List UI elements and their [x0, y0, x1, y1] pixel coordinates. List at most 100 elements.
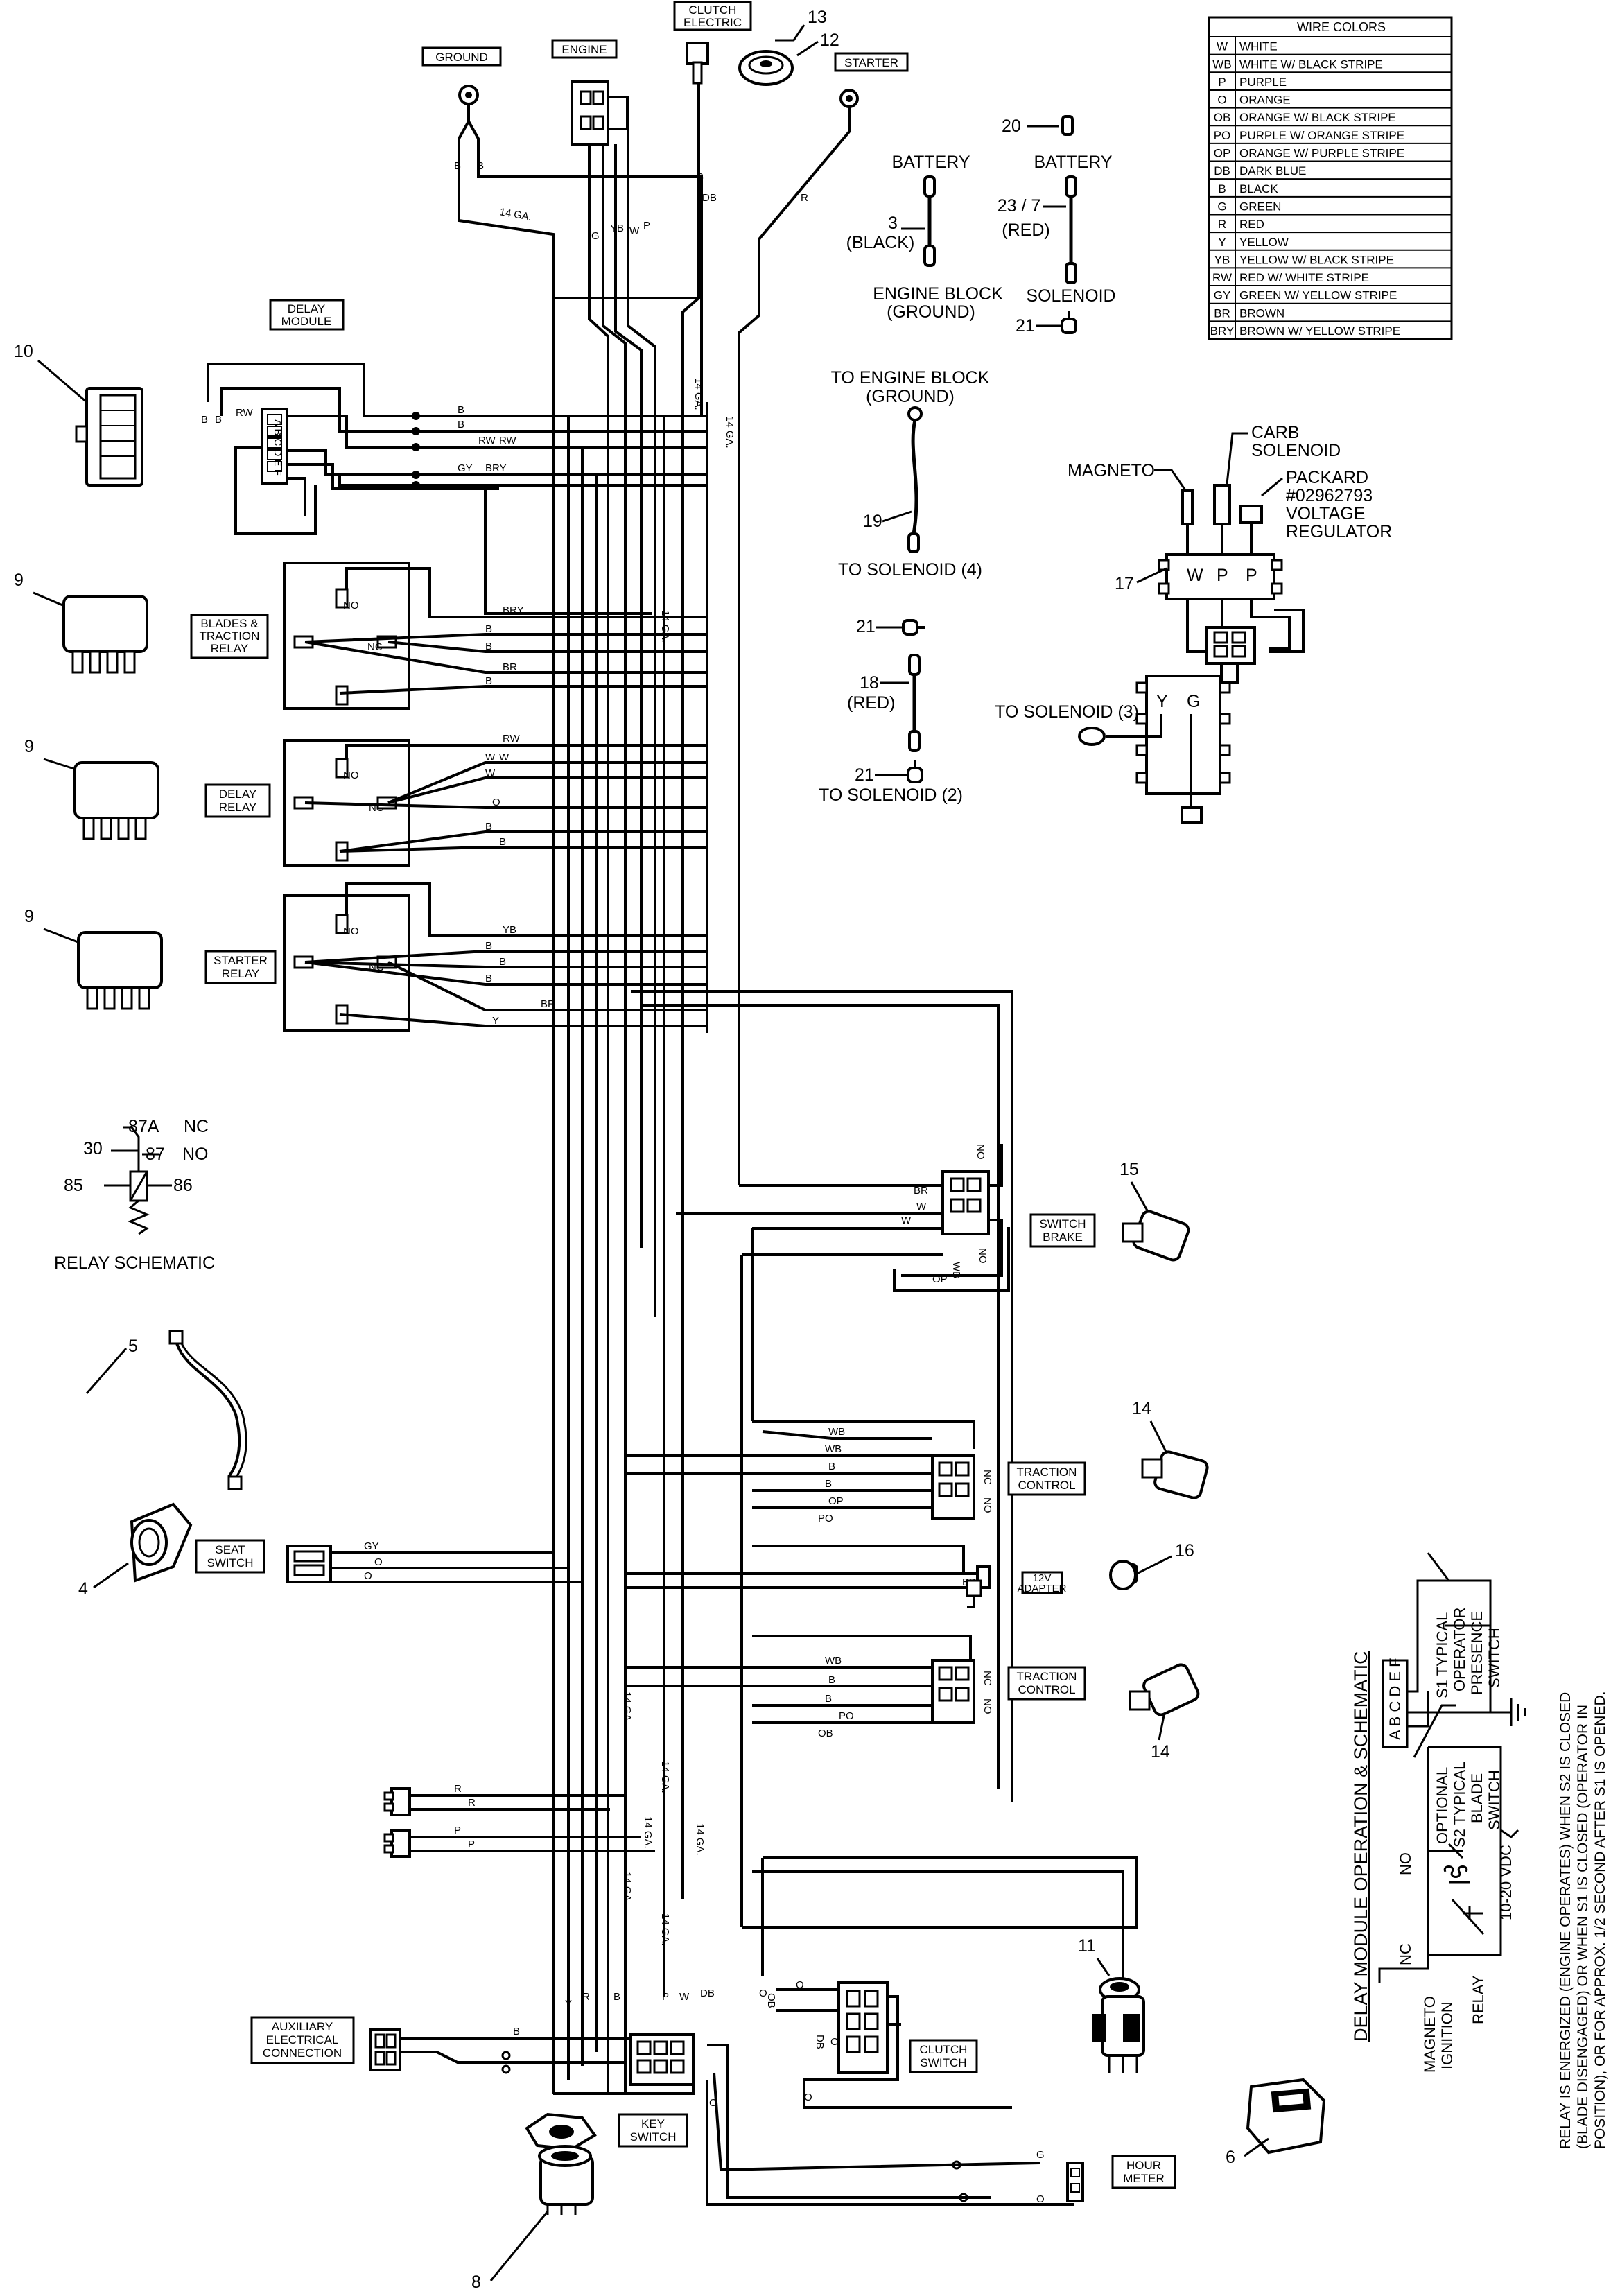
- wire-tag: B: [485, 675, 492, 687]
- wire-tag: RW: [236, 407, 254, 419]
- wire-color-name: ORANGE W/ PURPLE STRIPE: [1239, 147, 1404, 160]
- wire-tag: GY: [458, 462, 473, 474]
- schematic-title: DELAY MODULE OPERATION & SCHEMATIC: [1350, 1651, 1371, 2042]
- relay-label: RELAY: [222, 967, 260, 980]
- wire-color-code: WB: [1212, 58, 1231, 71]
- hour-meter-connector: [1066, 2162, 1084, 2202]
- delay-module-connector: A B C D E F: [261, 408, 288, 485]
- 12v-adapter-label-box: 12V ADAPTER: [1018, 1571, 1067, 1594]
- wire-tag: RW: [478, 435, 496, 446]
- callout-5: 5: [128, 1337, 138, 1356]
- seat-switch-icon: [130, 1502, 193, 1583]
- hour-meter-label: HOUR: [1126, 2159, 1161, 2172]
- wire-tag: P: [643, 220, 650, 232]
- wire-tag: B: [477, 160, 484, 172]
- wire-tag: Y: [565, 1998, 572, 2010]
- gauge-tag: 14 GA.: [659, 1913, 671, 1946]
- wire-color-code: G: [1217, 200, 1226, 213]
- relay-label: TRACTION: [200, 629, 260, 643]
- relay-pin-85: 85: [64, 1176, 83, 1195]
- wire-tag: W: [901, 1215, 912, 1226]
- cable-18-icon: [908, 654, 921, 752]
- wire-tag: W: [485, 767, 496, 779]
- wire-color-name: GREEN W/ YELLOW STRIPE: [1239, 289, 1397, 302]
- pin-label: Y: [1156, 692, 1168, 711]
- svg-text:OB: OB: [765, 1993, 777, 2008]
- callout-12: 12: [820, 31, 839, 50]
- pin-label: W: [1187, 566, 1203, 585]
- brake-connector: [941, 1170, 990, 1235]
- to-solenoid-3-label: TO SOLENOID (3): [995, 702, 1139, 722]
- auxiliary-label-box: AUXILIARY ELECTRICAL CONNECTION: [250, 2016, 355, 2064]
- seat-connector: [286, 1545, 332, 1583]
- gauge-tag: 14 GA.: [659, 1761, 671, 1793]
- wire-tag: W: [499, 751, 509, 763]
- s2-label: SWITCH: [1486, 1770, 1503, 1830]
- cable-3-label: 3: [888, 214, 898, 233]
- wire-color-code: PO: [1214, 129, 1231, 142]
- relay-pin-86: 86: [173, 1176, 193, 1195]
- engine-block-label: (GROUND): [887, 302, 975, 322]
- wire-tag: DB: [702, 192, 717, 204]
- red-connector: [383, 1787, 411, 1816]
- wire-tag: B: [499, 836, 506, 848]
- callout-14: 14: [1132, 1399, 1151, 1418]
- wire-tag: R: [468, 1797, 476, 1809]
- relay-label: RELAY: [211, 642, 249, 655]
- clutch-switch-connector: [837, 1981, 889, 2074]
- wire-tag: O: [364, 1570, 372, 1582]
- relay-schematic: 87A NC 30 87 NO 85 86 RELAY SCHEMATIC: [54, 1117, 215, 1273]
- wire-tag: P: [662, 1991, 669, 2003]
- auxiliary-label: CONNECTION: [263, 2046, 342, 2060]
- engine-block-label: ENGINE BLOCK: [873, 284, 1003, 304]
- callout-15: 15: [1120, 1160, 1139, 1179]
- cable-18-label: (RED): [847, 693, 895, 713]
- callout-4: 4: [78, 1579, 88, 1599]
- wire-tag: B: [828, 1461, 835, 1472]
- relay-label: RELAY: [219, 801, 257, 814]
- wire-tag: B: [825, 1478, 832, 1490]
- delay-module-icon: [75, 387, 143, 487]
- relay-label: STARTER: [214, 954, 268, 967]
- ground-label-box: GROUND: [421, 46, 502, 67]
- magneto-label: MAGNETO: [1068, 461, 1155, 480]
- clutch-switch-label-box: CLUTCH SWITCH: [909, 2039, 978, 2073]
- callout-6: 6: [1226, 2148, 1235, 2167]
- wire-color-name: BLACK: [1239, 182, 1278, 195]
- svg-text:NO: NO: [343, 600, 359, 611]
- wire-color-code: O: [1217, 94, 1226, 107]
- seat-harness-icon: [168, 1330, 247, 1490]
- wire-tag: BRY: [485, 462, 507, 474]
- terminal-21-icon: [902, 619, 925, 636]
- callout-14: 14: [1151, 1742, 1170, 1762]
- gauge-tag: 14 GA.: [621, 1691, 633, 1724]
- starter-label: STARTER: [844, 56, 898, 69]
- seat-switch-label: SWITCH: [207, 1556, 253, 1569]
- wire-colors-title: WIRE COLORS: [1297, 20, 1386, 34]
- auxiliary-label: ELECTRICAL: [266, 2033, 339, 2046]
- svg-text:NO: NO: [975, 1144, 986, 1160]
- wire-tag: B: [485, 641, 492, 652]
- schematic-pins: A B C D E F: [1386, 1658, 1404, 1740]
- pin-label: G: [1187, 692, 1200, 711]
- auxiliary-label: AUXILIARY: [272, 2020, 333, 2033]
- wire-color-code: RW: [1212, 271, 1232, 284]
- wire-tag: RW: [499, 435, 517, 446]
- wire-tag: O: [709, 2097, 717, 2109]
- traction-control-label: CONTROL: [1018, 1683, 1075, 1696]
- nc-label: NC: [1397, 1943, 1414, 1965]
- wire-tag: O: [759, 1988, 767, 1999]
- svg-text:NO: NO: [977, 1248, 988, 1264]
- s2-label: S2 TYPICAL: [1451, 1762, 1468, 1847]
- key-switch-label: SWITCH: [629, 2130, 676, 2143]
- wire-color-code: BR: [1214, 306, 1230, 320]
- blades-traction-relay-label-box: BLADES & TRACTION RELAY: [190, 614, 269, 659]
- wire-color-name: YELLOW W/ BLACK STRIPE: [1239, 253, 1394, 266]
- s1-label: OPERATOR: [1451, 1608, 1468, 1691]
- brake-switch-icon: [1122, 1210, 1190, 1262]
- s1-label: S1 TYPICAL: [1434, 1612, 1451, 1698]
- regulator-label: #02962793: [1286, 486, 1373, 505]
- wire-tag: B: [454, 160, 461, 172]
